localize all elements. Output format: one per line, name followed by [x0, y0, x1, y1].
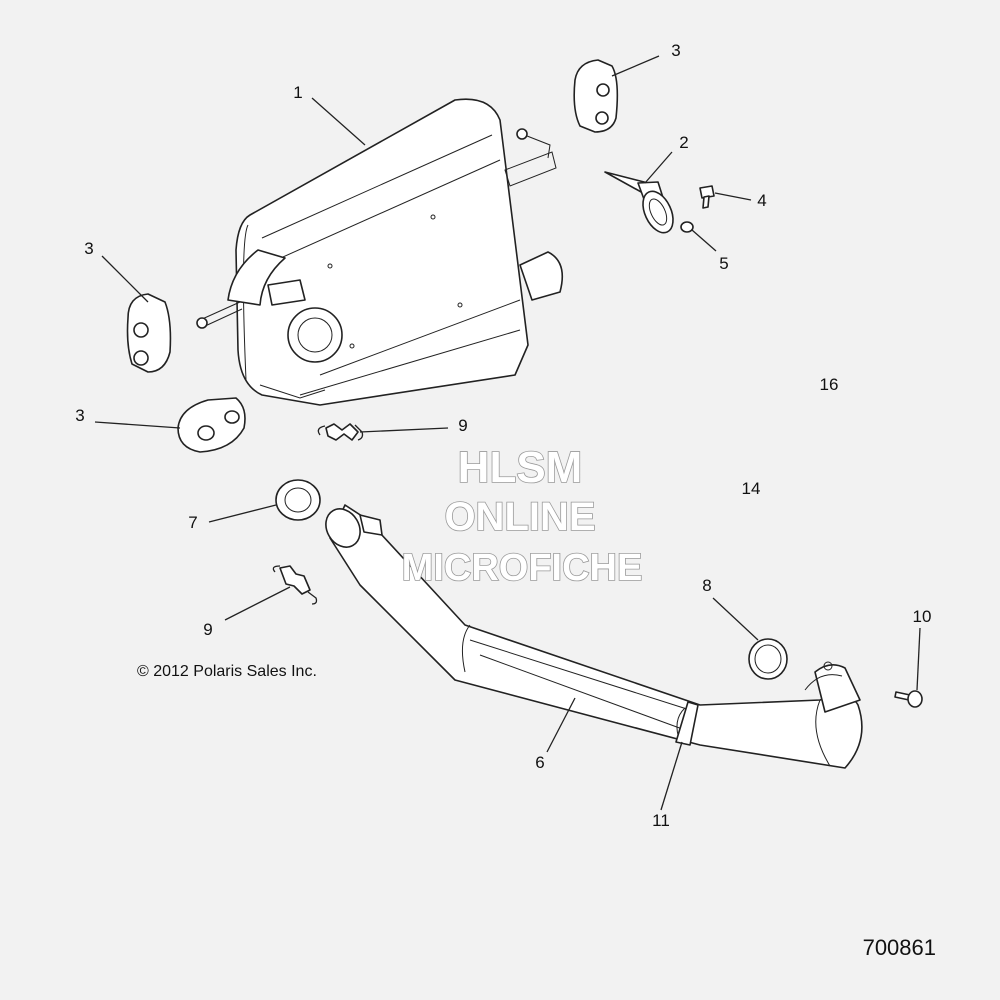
gasket-part-7[interactable] — [275, 479, 321, 521]
callout-5: 5 — [719, 254, 728, 273]
callout-9-upper: 9 — [458, 416, 467, 435]
callout-2: 2 — [679, 133, 688, 152]
isolator-part-3-left[interactable] — [126, 293, 172, 373]
callout-7: 7 — [188, 513, 197, 532]
callout-3-left: 3 — [84, 239, 93, 258]
isolator-part-3-top[interactable] — [573, 59, 619, 133]
callout-1: 1 — [293, 83, 302, 102]
copyright-notice: © 2012 Polaris Sales Inc. — [137, 663, 317, 680]
clamp-part-11[interactable] — [675, 701, 699, 746]
callout-16: 16 — [820, 375, 839, 394]
watermark-line-2: ONLINE — [444, 495, 595, 539]
spark-arrestor-part-2[interactable] — [604, 171, 679, 237]
bolt-part-4[interactable] — [699, 185, 715, 209]
callout-14: 14 — [742, 479, 761, 498]
watermark-line-3: MICROFICHE — [402, 547, 643, 589]
leader-lines — [94, 55, 921, 811]
isolator-part-3-lower[interactable] — [177, 397, 246, 453]
head-pipe-part-6[interactable] — [319, 503, 863, 769]
nut-part-5[interactable] — [680, 221, 694, 233]
callout-3-lower: 3 — [75, 406, 84, 425]
spring-part-9-lower[interactable] — [272, 565, 318, 605]
callout-3-top: 3 — [671, 41, 680, 60]
callout-labels: 1 2 3 3 3 4 5 16 9 14 7 8 9 10 6 11 — [75, 41, 931, 830]
watermark-line-1: HLSM — [458, 443, 583, 492]
figure-number: 700861 — [863, 935, 936, 960]
callout-8: 8 — [702, 576, 711, 595]
seal-part-8[interactable] — [748, 638, 788, 680]
callout-10: 10 — [913, 607, 932, 626]
callout-9-lower: 9 — [203, 620, 212, 639]
callout-4: 4 — [757, 191, 766, 210]
callout-6: 6 — [535, 753, 544, 772]
watermark: HLSM ONLINE MICROFICHE — [401, 442, 643, 590]
bolt-part-10[interactable] — [894, 690, 923, 708]
callout-11: 11 — [652, 811, 670, 830]
spring-part-9-upper[interactable] — [317, 423, 364, 441]
muffler-part-1[interactable] — [196, 98, 564, 406]
